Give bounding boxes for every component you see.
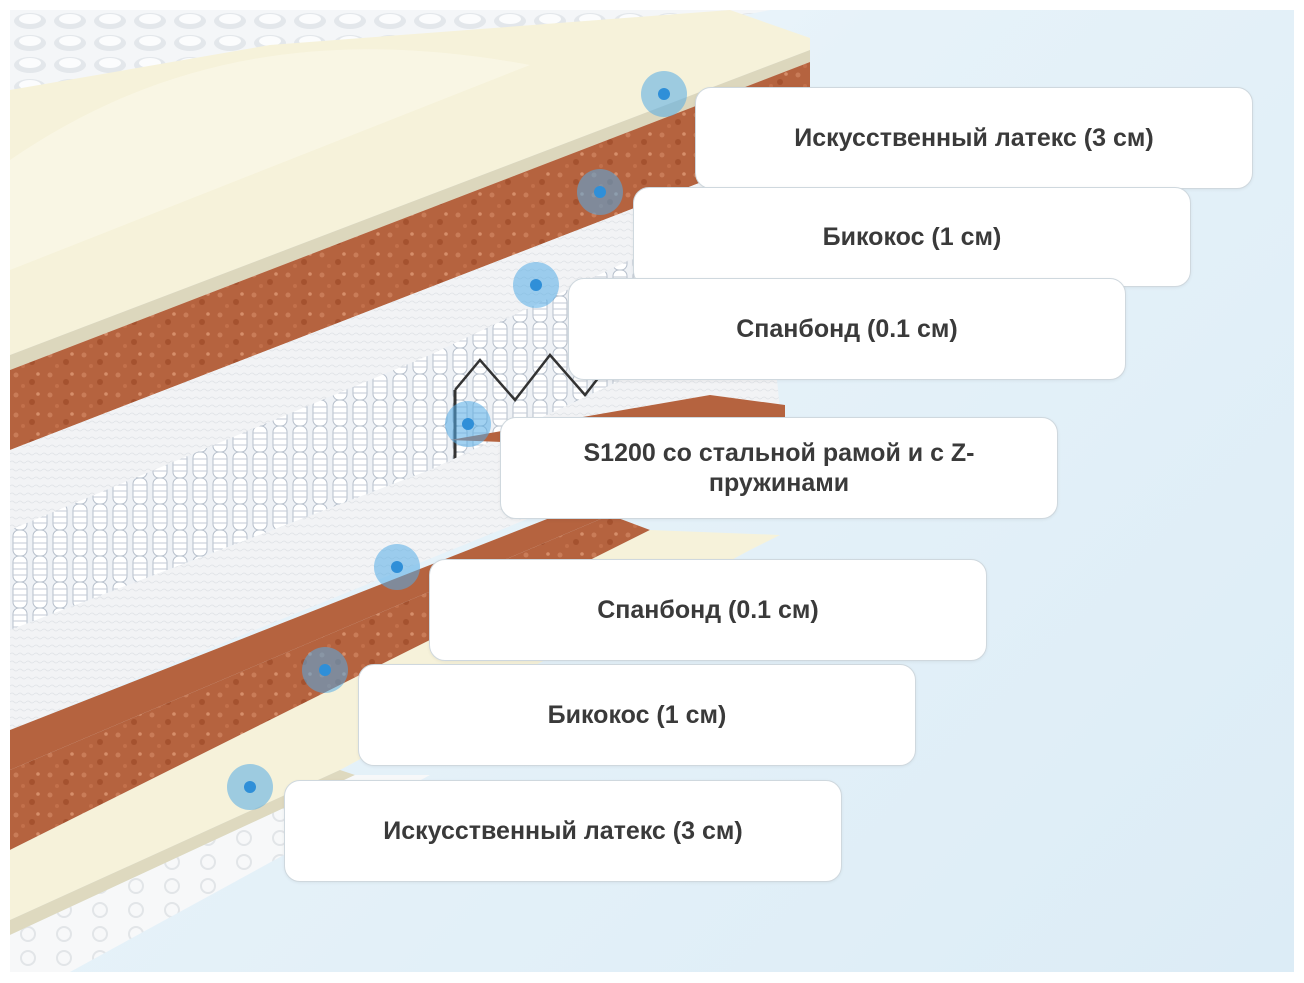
layer-marker-icon[interactable] [445, 401, 491, 447]
layer-label-bottom-latex: Искусственный латекс (3 см) [284, 780, 842, 882]
layer-marker-icon[interactable] [374, 544, 420, 590]
diagram-frame: Искусственный латекс (3 см) Бикокос (1 с… [10, 10, 1294, 972]
layer-marker-icon[interactable] [302, 647, 348, 693]
layer-label-spring-block: S1200 со стальной рамой и с Z-пружинами [500, 417, 1058, 519]
layer-label-top-spunbond: Спанбонд (0.1 см) [568, 278, 1126, 380]
layer-label-bottom-bicoconut: Бикокос (1 см) [358, 664, 916, 766]
layer-marker-icon[interactable] [641, 71, 687, 117]
layer-marker-icon[interactable] [513, 262, 559, 308]
layer-label-top-latex: Искусственный латекс (3 см) [695, 87, 1253, 189]
layer-marker-icon[interactable] [577, 169, 623, 215]
layer-marker-icon[interactable] [227, 764, 273, 810]
layer-label-bottom-spunbond: Спанбонд (0.1 см) [429, 559, 987, 661]
layer-label-top-bicoconut: Бикокос (1 см) [633, 187, 1191, 287]
